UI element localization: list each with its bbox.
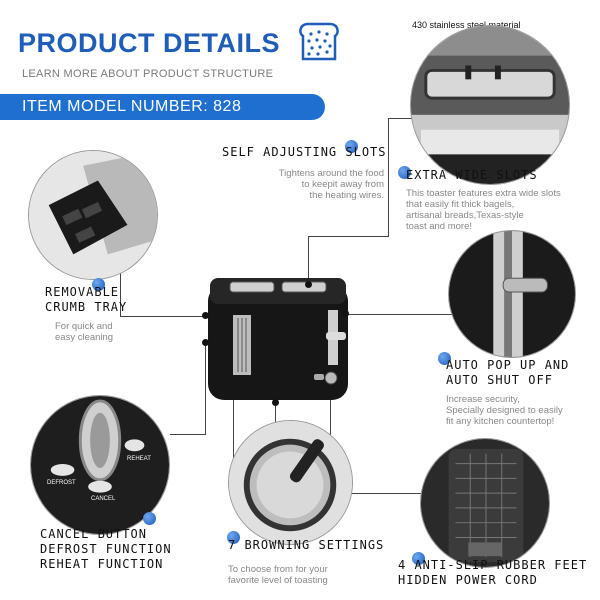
crumb-tray-photo bbox=[28, 150, 158, 280]
bread-slice-icon bbox=[299, 22, 339, 61]
auto-pop-title: AUTO POP UP AND AUTO SHUT OFF bbox=[446, 358, 570, 387]
connector-line bbox=[275, 402, 276, 422]
connector-dot bbox=[305, 281, 312, 288]
crumb-tray-desc: For quick and easy cleaning bbox=[55, 321, 114, 343]
connector-line bbox=[233, 385, 234, 480]
connector-dot bbox=[342, 310, 349, 317]
material-label: 430 stainless steel material bbox=[412, 20, 521, 30]
lever-photo bbox=[448, 230, 576, 358]
crumb-tray-illustration bbox=[29, 151, 157, 279]
feature-marker-dot bbox=[92, 278, 105, 291]
extra-wide-desc: This toaster features extra wide slots t… bbox=[406, 188, 561, 232]
connector-line bbox=[330, 493, 425, 494]
connector-dot bbox=[202, 312, 209, 319]
control-panel-photo: DEFROST CANCEL REHEAT bbox=[30, 395, 170, 535]
crumb-tray-title: REMOVABLE CRUMB TRAY bbox=[45, 285, 128, 314]
connector-line bbox=[170, 434, 206, 435]
stainless-slots-photo bbox=[410, 25, 570, 185]
browning-title: 7 BROWNING SETTINGS bbox=[228, 538, 385, 552]
connector-line bbox=[205, 342, 206, 434]
connector-line bbox=[120, 316, 210, 317]
browning-desc: To choose from for your favorite level o… bbox=[228, 564, 328, 586]
self-adjusting-title: SELF ADJUSTING SLOTS bbox=[222, 145, 387, 159]
auto-pop-desc: Increase security, Specially designed to… bbox=[446, 394, 563, 427]
model-number-banner: ITEM MODEL NUMBER: 828 bbox=[0, 94, 325, 120]
feature-marker-dot bbox=[398, 166, 411, 179]
reheat-label: REHEAT bbox=[127, 456, 151, 462]
feature-marker-dot bbox=[227, 531, 240, 544]
feature-marker-dot bbox=[438, 352, 451, 365]
connector-line bbox=[388, 118, 413, 119]
extra-wide-title: EXTRA WIDE SLOTS bbox=[406, 168, 538, 182]
browning-knob-photo bbox=[228, 420, 353, 545]
connector-dot bbox=[272, 399, 279, 406]
model-number-text: ITEM MODEL NUMBER: 828 bbox=[22, 98, 242, 115]
toaster-product-image bbox=[208, 278, 348, 400]
feature-marker-dot bbox=[143, 512, 156, 525]
connector-dot bbox=[202, 339, 209, 346]
browning-knob-illustration bbox=[229, 421, 352, 544]
cancel-label: CANCEL bbox=[91, 496, 116, 502]
connector-line bbox=[308, 236, 309, 284]
lever-illustration bbox=[449, 231, 575, 357]
control-panel-illustration bbox=[31, 396, 169, 534]
defrost-label: DEFROST bbox=[47, 480, 76, 486]
connector-line bbox=[388, 118, 389, 236]
stainless-slots-illustration bbox=[411, 26, 569, 184]
buttons-title: CANCEL BUTTON DEFROST FUNCTION REHEAT FU… bbox=[40, 527, 172, 571]
bottom-feet-photo bbox=[420, 438, 550, 568]
self-adjusting-desc: Tightens around the food to keepit away … bbox=[278, 168, 384, 201]
connector-line bbox=[308, 236, 389, 237]
connector-line bbox=[345, 314, 455, 315]
page-title: PRODUCT DETAILS bbox=[18, 28, 280, 58]
page-subtitle: LEARN MORE ABOUT PRODUCT STRUCTURE bbox=[22, 68, 274, 80]
feature-marker-dot bbox=[345, 140, 358, 153]
feature-marker-dot bbox=[412, 552, 425, 565]
feet-title: 4 ANTI-SLIP RUBBER FEET HIDDEN POWER COR… bbox=[398, 558, 588, 587]
bottom-feet-illustration bbox=[421, 439, 549, 567]
